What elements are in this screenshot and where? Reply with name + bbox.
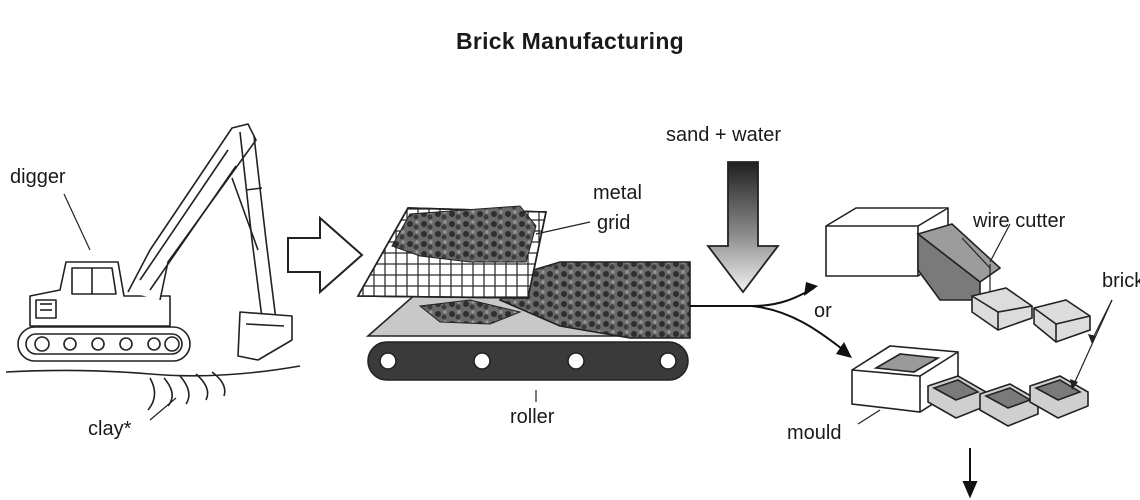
label-or: or <box>814 300 832 322</box>
label-wire-cutter: wire cutter <box>973 210 1066 232</box>
label-mould: mould <box>787 422 842 444</box>
label-bricks: bricks <box>1102 270 1140 292</box>
sand-water-arrow <box>706 161 780 294</box>
label-grid: grid <box>597 212 631 234</box>
label-sand-water: sand + water <box>666 124 782 146</box>
process-arrow-1 <box>287 215 364 295</box>
label-bricks-clip: bricks <box>1102 270 1140 298</box>
label-clay: clay* <box>88 418 132 440</box>
label-metal: metal <box>593 182 642 204</box>
diagram-title: Brick Manufacturing <box>455 28 685 54</box>
digger-illustration <box>5 123 301 421</box>
mould-illustration <box>851 299 1113 427</box>
conveyor-illustration <box>356 205 691 402</box>
arrowhead-to-mould <box>836 342 852 358</box>
label-digger: digger <box>10 166 66 188</box>
label-roller: roller <box>510 406 555 428</box>
next-step-arrow <box>962 448 978 499</box>
wire-cutter-illustration <box>825 207 1091 343</box>
arrowhead-to-cutter <box>804 282 818 296</box>
